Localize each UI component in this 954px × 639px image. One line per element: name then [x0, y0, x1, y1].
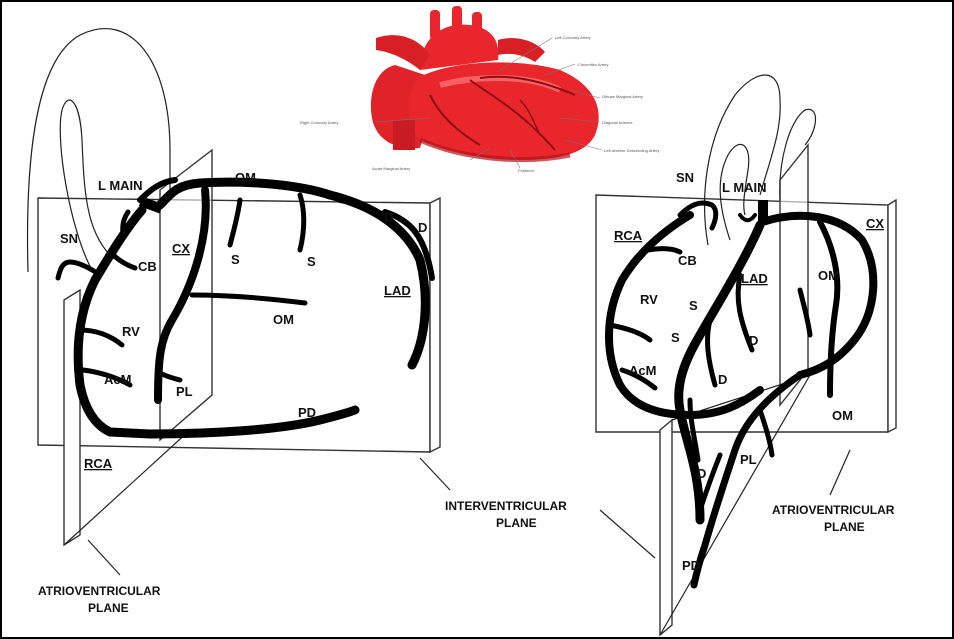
left-label-om-mid: OM	[273, 312, 294, 327]
heart-vessel-3	[472, 12, 482, 37]
left-caption-leader	[88, 540, 120, 575]
left-label-l-main: L MAIN	[98, 178, 143, 193]
right-label-s2: S	[671, 330, 680, 345]
heart-vessel-2	[452, 6, 462, 36]
heart-annot-5: Diagonal Arteries	[602, 120, 632, 125]
left-caption-line1: ATRIOVENTRICULAR	[38, 584, 161, 598]
left-label-pd: PD	[298, 405, 316, 420]
right-label-s1: S	[689, 298, 698, 313]
right-label-cb: CB	[678, 253, 697, 268]
left-label-om-top: OM	[235, 170, 256, 185]
right-coronary-diagram: SN L MAIN RCA CX CB LAD OM RV S S D AcM …	[596, 75, 896, 635]
left-label-s1: S	[231, 252, 240, 267]
heart-annot-1: Left Coronary Artery	[555, 35, 591, 40]
right-label-lad: LAD	[741, 271, 768, 286]
left-label-lad: LAD	[384, 283, 411, 298]
right-label-d2: D	[718, 372, 727, 387]
left-label-cx: CX	[172, 241, 190, 256]
center-caption-leader-left	[420, 458, 450, 490]
right-label-sn: SN	[676, 170, 694, 185]
left-frontal-plane-edge	[430, 198, 440, 452]
right-frontal-plane-edge	[888, 200, 896, 432]
heart-pulmonary-artery	[376, 35, 430, 70]
center-caption: INTERVENTRICULAR PLANE	[420, 458, 655, 558]
left-label-cb: CB	[138, 259, 157, 274]
right-av-plane-edge	[660, 420, 672, 635]
right-label-rv: RV	[640, 292, 658, 307]
heart-annot-6: Left Anterior Descending Artery	[604, 148, 659, 153]
right-label-rca: RCA	[614, 228, 643, 243]
left-caption-line2: PLANE	[88, 601, 129, 615]
center-caption-leader-right	[600, 510, 655, 558]
heart-illustration: Left Coronary Artery Circumflex Artery O…	[300, 6, 659, 173]
right-label-cx: CX	[866, 216, 884, 231]
heart-inferior-vena-cava	[393, 120, 415, 150]
heart-pulmonary-left	[498, 38, 545, 62]
center-caption-line1: INTERVENTRICULAR	[445, 499, 567, 513]
right-label-d3: D	[697, 466, 706, 481]
left-label-rca: RCA	[84, 456, 113, 471]
left-label-rv: RV	[122, 324, 140, 339]
left-label-pl: PL	[176, 384, 193, 399]
right-label-acm: AcM	[629, 363, 656, 378]
heart-annot-4: Right Coronary Artery	[300, 120, 338, 125]
right-caption-line2: PLANE	[824, 520, 865, 534]
heart-vessel-1	[430, 10, 440, 40]
heart-annot-7: Acute Marginal Artery	[372, 166, 410, 171]
left-label-d2: D	[418, 220, 427, 235]
heart-annot-3: Obtuse Marginal Artery	[602, 94, 643, 99]
right-l-main-ostium	[758, 200, 768, 222]
center-caption-line2: PLANE	[496, 516, 537, 530]
right-label-d1: D	[749, 333, 758, 348]
right-label-pl: PL	[740, 452, 757, 467]
left-label-acm: AcM	[104, 372, 131, 387]
heart-annot-8: Posterior	[518, 168, 535, 173]
right-label-pd: PD	[682, 558, 700, 573]
right-caption-line1: ATRIOVENTRICULAR	[772, 503, 895, 517]
right-interventricular-plane-back	[780, 145, 808, 405]
left-label-s2: S	[307, 254, 316, 269]
right-label-om1: OM	[818, 268, 839, 283]
right-label-om2: OM	[832, 408, 853, 423]
right-caption-leader	[830, 450, 850, 495]
left-label-sn: SN	[60, 231, 78, 246]
right-label-l-main: L MAIN	[722, 180, 767, 195]
heart-annot-2: Circumflex Artery	[578, 62, 608, 67]
left-label-d1: D	[384, 210, 393, 225]
